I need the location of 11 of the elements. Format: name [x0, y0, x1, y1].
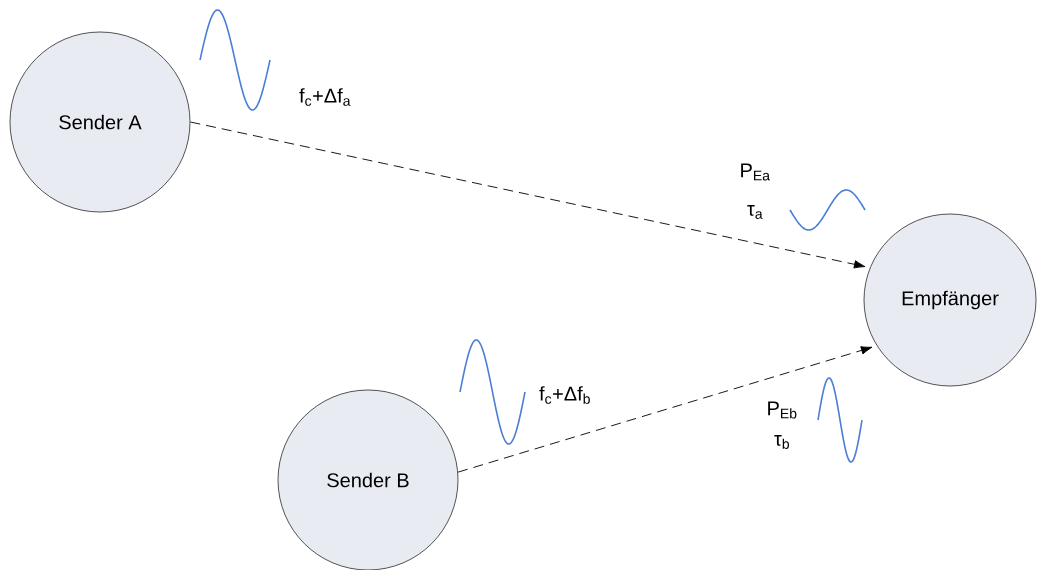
- signal-label: f$_{c}$+Δf$_{a}$: [299, 88, 351, 106]
- circle-node: Empfänger: [863, 213, 1037, 387]
- circle-node: Sender B: [277, 389, 459, 570]
- circle-node: Sender A: [9, 31, 191, 213]
- signal-label: τ$_{b}$: [774, 435, 789, 449]
- arrow: [189, 121, 866, 269]
- signal-label: τ$_{a}$: [747, 205, 763, 219]
- signal-label: f$_{c}$+Δf$_{b}$: [539, 386, 590, 404]
- signal-label: P$_{Ea}$: [741, 163, 770, 181]
- arrow: [457, 346, 873, 473]
- signal-label: P$_{Eb}$: [768, 401, 797, 419]
